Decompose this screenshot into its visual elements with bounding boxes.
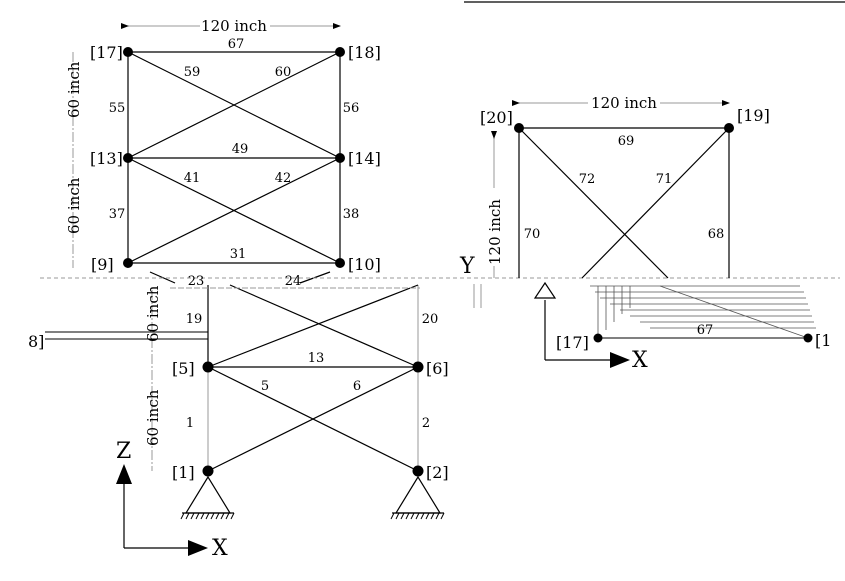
brace-upper-1 — [207, 284, 419, 368]
node-9 — [123, 258, 133, 268]
node-18 — [335, 47, 345, 57]
member-label-20: 20 — [422, 312, 439, 327]
node-label-19: [19] — [737, 106, 770, 125]
member-label-69: 69 — [618, 134, 635, 149]
node-label-1: [1] — [172, 463, 195, 482]
top-dim-depth-bg — [486, 188, 504, 266]
axis-y-label: Y — [459, 254, 475, 279]
member-label-71: 71 — [656, 172, 673, 187]
member-label-56: 56 — [343, 101, 360, 116]
top-axis-triad — [544, 300, 630, 368]
node-label-18: [18] — [348, 43, 381, 62]
node-label-5: [5] — [172, 359, 195, 378]
member-71 — [581, 127, 730, 279]
top-view-hatch-region — [590, 285, 816, 339]
top-dim-width-bg — [588, 94, 660, 112]
member-label-37: 37 — [109, 207, 126, 222]
member-label-70: 70 — [524, 227, 541, 242]
member-label-6: 6 — [353, 379, 361, 394]
node-label-6: [6] — [426, 359, 449, 378]
member-6 — [207, 366, 419, 472]
top-view: 120 inch 120 inch [20] [19] [17] [1 69 7… — [459, 1, 845, 373]
front-axis-triad — [116, 464, 208, 556]
axis-x-label-top: X — [632, 348, 648, 373]
node-17-top — [593, 333, 603, 343]
support-node-1 — [180, 475, 235, 520]
top-dim-depth-label: 120 inch — [486, 199, 504, 265]
brace-upper-2 — [229, 284, 419, 368]
member-72 — [518, 127, 669, 279]
member-60 — [127, 51, 341, 159]
node-20 — [514, 123, 524, 133]
member-label-59: 59 — [184, 65, 201, 80]
dim-h1-label: 60 inch — [144, 389, 162, 446]
member-label-49: 49 — [232, 142, 249, 157]
member-label-23: 23 — [188, 274, 205, 289]
member-label-24: 24 — [285, 274, 302, 289]
member-label-42: 42 — [275, 171, 292, 186]
node-1 — [202, 465, 214, 477]
member-label-60: 60 — [275, 65, 292, 80]
member-label-55: 55 — [109, 101, 126, 116]
axis-x-label-front: X — [212, 536, 228, 561]
node-6 — [412, 361, 424, 373]
member-label-1: 1 — [186, 416, 194, 431]
node-label-17: [17] — [90, 43, 123, 62]
dim-width-bg — [200, 17, 270, 35]
member-label-13: 13 — [308, 351, 325, 366]
node-label-9: [9] — [91, 255, 114, 274]
dim-h3-label: 60 inch — [65, 177, 83, 234]
node-label-2: [2] — [426, 463, 449, 482]
node-label-14: [14] — [348, 149, 381, 168]
member-label-19: 19 — [186, 312, 203, 327]
node-2 — [412, 465, 424, 477]
dim-h4-label: 60 inch — [65, 61, 83, 118]
node-label-8-partial: 8] — [28, 332, 44, 351]
member-label-68: 68 — [708, 227, 725, 242]
support-node-2 — [390, 475, 445, 520]
member-label-38: 38 — [343, 207, 360, 222]
dim-h2-label: 60 inch — [144, 285, 162, 342]
node-label-13: [13] — [90, 149, 123, 168]
member-label-67-top: 67 — [697, 323, 714, 338]
member-42 — [127, 157, 341, 264]
node-13 — [123, 153, 133, 163]
member-label-41: 41 — [184, 171, 201, 186]
member-label-67: 67 — [228, 37, 245, 52]
axis-z-label: Z — [116, 439, 131, 464]
member-label-2: 2 — [422, 416, 430, 431]
dim-width-label: 120 inch — [201, 17, 267, 35]
node-19 — [724, 123, 734, 133]
member-label-72: 72 — [579, 172, 596, 187]
node-label-20: [20] — [480, 108, 513, 127]
top-dim-width-label: 120 inch — [591, 94, 657, 112]
top-view-support — [533, 281, 557, 299]
node-18-top — [803, 333, 813, 343]
node-10 — [335, 258, 345, 268]
member-label-5: 5 — [261, 379, 269, 394]
node-17 — [123, 47, 133, 57]
front-view: 120 inch 60 inch 60 inch 60 inch 60 inch… — [28, 17, 840, 561]
node-14 — [335, 153, 345, 163]
node-label-18-partial: [1 — [815, 331, 831, 350]
node-5 — [202, 361, 214, 373]
member-label-31: 31 — [230, 247, 247, 262]
node-label-10: [10] — [348, 255, 381, 274]
node-label-17-top: [17] — [556, 333, 589, 352]
